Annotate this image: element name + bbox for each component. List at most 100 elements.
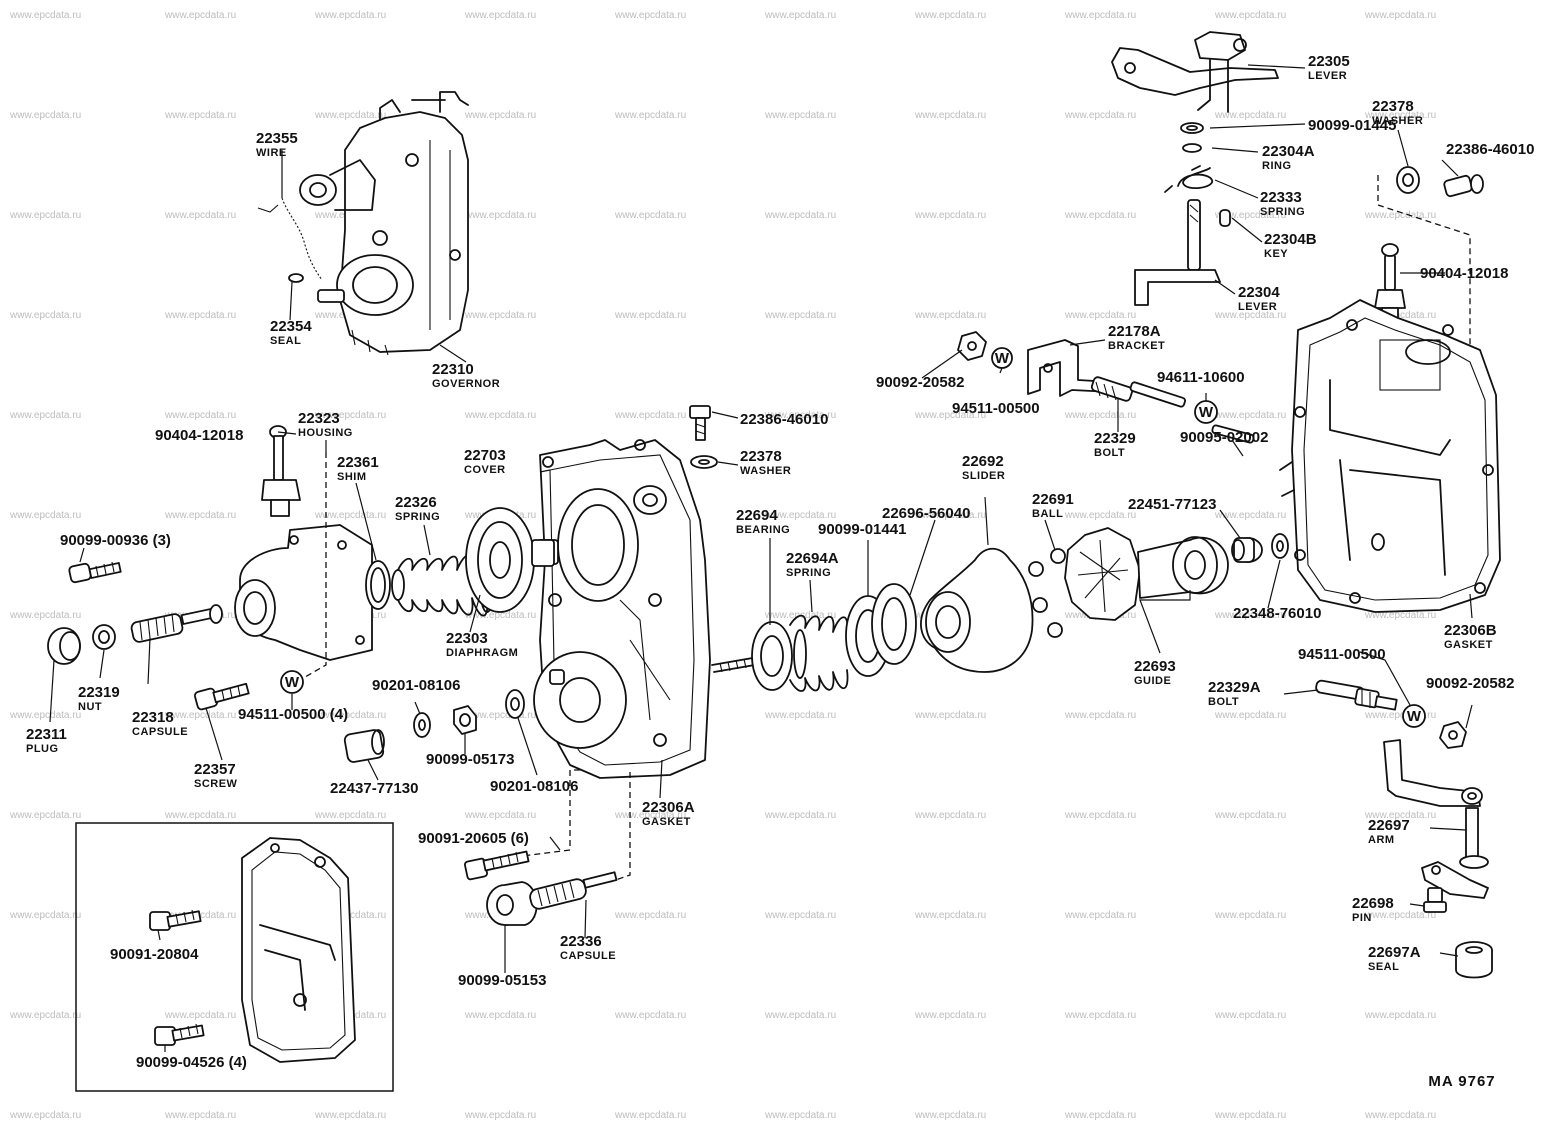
centre-shaft-assembly-drawing [711, 527, 1289, 692]
part-number: 90091-20804 [110, 946, 199, 963]
part-number: 22304 [1238, 284, 1280, 301]
watermark-text: www.epcdata.ru [1064, 710, 1136, 721]
part-name: CAPSULE [560, 950, 616, 962]
part-number: 22319 [78, 684, 120, 701]
part-name: LEVER [1308, 70, 1347, 82]
part-number: 22329A [1208, 679, 1261, 696]
watermark-text: www.epcdata.ru [1364, 310, 1436, 321]
part-number: 22698 [1352, 895, 1394, 912]
watermark-text: www.epcdata.ru [164, 310, 236, 321]
part-name: BALL [1032, 508, 1063, 520]
watermark-text: www.epcdata.ru [164, 1010, 236, 1021]
part-number: 94511-00500 (4) [238, 706, 348, 723]
watermark-text: www.epcdata.ru [614, 1010, 686, 1021]
part-number: 22306A [642, 799, 695, 816]
callout-p90404r: 90404-12018 [1420, 265, 1508, 282]
part-name: PIN [1352, 912, 1372, 924]
watermark-text: www.epcdata.ru [1214, 610, 1286, 621]
part-name: BOLT [1208, 696, 1239, 708]
watermark-text: www.epcdata.ru [914, 1110, 986, 1121]
middle-small-parts-drawing [343, 689, 525, 763]
watermark-text: www.epcdata.ru [9, 10, 81, 21]
part-number: 22692 [962, 453, 1004, 470]
watermark-text: www.epcdata.ru [464, 310, 536, 321]
watermark-text: www.epcdata.ru [464, 110, 536, 121]
part-number: 22329 [1094, 430, 1136, 447]
part-number: 22326 [395, 494, 437, 511]
watermark-text: www.epcdata.ru [1064, 310, 1136, 321]
watermark-text: www.epcdata.ru [914, 410, 986, 421]
callout-p9009905153: 90099-05153 [458, 972, 546, 989]
watermark-text: www.epcdata.ru [1364, 910, 1436, 921]
part-name: BEARING [736, 524, 790, 536]
left-small-parts-drawing [47, 561, 304, 711]
watermark-text: www.epcdata.ru [164, 510, 236, 521]
watermark-text: www.epcdata.ru [764, 310, 836, 321]
watermark-text: www.epcdata.ru [9, 910, 81, 921]
watermark-text: www.epcdata.ru [1064, 1110, 1136, 1121]
watermark-text: www.epcdata.ru [1214, 10, 1286, 21]
part-number: 90092-20582 [1426, 675, 1514, 692]
watermark-text: www.epcdata.ru [9, 210, 81, 221]
part-number: 22306B [1444, 622, 1497, 639]
callout-p9009220582a: 90092-20582 [876, 374, 964, 391]
part-number: 22355 [256, 130, 298, 147]
callout-p2269656040: 22696-56040 [882, 505, 970, 522]
callout-p9009900936: 90099-00936 (3) [60, 532, 171, 549]
part-name: CAPSULE [132, 726, 188, 738]
watermark-text: www.epcdata.ru [764, 1110, 836, 1121]
part-number: 22333 [1260, 189, 1302, 206]
part-number: 90404-12018 [155, 427, 243, 444]
watermark-text: www.epcdata.ru [764, 710, 836, 721]
watermark-text: www.epcdata.ru [614, 810, 686, 821]
watermark-text: www.epcdata.ru [914, 710, 986, 721]
part-name: SEAL [1368, 961, 1399, 973]
callout-p9009905173: 90099-05173 [426, 751, 514, 768]
watermark-text: www.epcdata.ru [164, 810, 236, 821]
bracket-bolt-drawing [957, 331, 1255, 444]
part-name: DIAPHRAGM [446, 647, 518, 659]
callout-p9009120605: 90091-20605 (6) [418, 830, 529, 847]
part-number: 22305 [1308, 53, 1350, 70]
part-name: SPRING [395, 511, 440, 523]
part-name: SPRING [1260, 206, 1305, 218]
part-number: 90099-05173 [426, 751, 514, 768]
part-number: 90201-08106 [372, 677, 460, 694]
right-housing-drawing [1279, 299, 1501, 613]
part-number: 94511-00500 [952, 400, 1040, 417]
callout-p9451100500b: 94511-00500 [1298, 646, 1386, 663]
part-name: WASHER [1372, 115, 1423, 127]
watermark-text: www.epcdata.ru [464, 810, 536, 821]
watermark-layer: www.epcdata.ru www.epcdata.ru www.epcdata.… [9, 10, 1436, 1121]
watermark-text: www.epcdata.ru [1064, 510, 1136, 521]
watermark-text: www.epcdata.ru [464, 210, 536, 221]
watermark-text: www.epcdata.ru [314, 10, 386, 21]
watermark-text: www.epcdata.ru [1064, 810, 1136, 821]
part-number: 90091-20605 (6) [418, 830, 529, 847]
part-name: GASKET [642, 816, 691, 828]
part-name: SHIM [337, 471, 367, 483]
watermark-text: www.epcdata.ru [9, 610, 81, 621]
callout-p9020108106b: 90201-08106 [490, 778, 578, 795]
watermark-text: www.epcdata.ru [464, 1110, 536, 1121]
washer-symbols: W W W W [285, 350, 1422, 725]
part-number: 22694A [786, 550, 839, 567]
part-number: 22696-56040 [882, 505, 970, 522]
callout-p9020108106a: 90201-08106 [372, 677, 460, 694]
watermark-text: www.epcdata.ru [764, 1010, 836, 1021]
part-name: SLIDER [962, 470, 1005, 482]
